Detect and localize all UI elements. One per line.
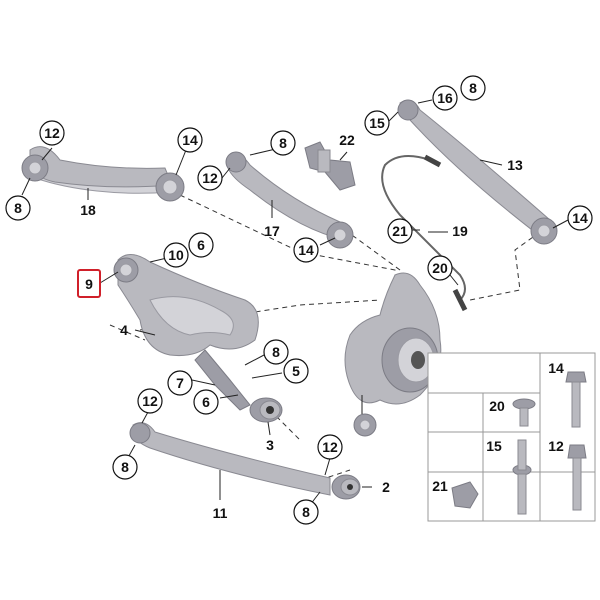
callout-19[interactable]: 19 bbox=[452, 223, 468, 239]
fastener-15[interactable]: 15 bbox=[486, 438, 532, 515]
svg-text:8: 8 bbox=[469, 80, 477, 96]
callout-8b[interactable]: 8 bbox=[270, 130, 296, 156]
svg-text:13: 13 bbox=[507, 157, 523, 173]
callout-10[interactable]: 10 bbox=[163, 242, 189, 268]
svg-text:12: 12 bbox=[202, 170, 218, 186]
callout-5[interactable]: 5 bbox=[283, 358, 309, 384]
svg-text:5: 5 bbox=[292, 363, 300, 379]
callout-12c[interactable]: 12 bbox=[137, 388, 163, 414]
control-arm-17[interactable] bbox=[225, 151, 354, 249]
bushing-2[interactable] bbox=[331, 474, 361, 500]
bushing-3[interactable] bbox=[249, 397, 283, 423]
svg-text:4: 4 bbox=[120, 322, 128, 338]
callout-12b[interactable]: 12 bbox=[197, 165, 223, 191]
svg-text:20: 20 bbox=[489, 398, 505, 414]
callout-12d[interactable]: 12 bbox=[317, 434, 343, 460]
svg-text:14: 14 bbox=[548, 360, 564, 376]
callout-7[interactable]: 7 bbox=[167, 370, 193, 396]
callout-3[interactable]: 3 bbox=[266, 437, 274, 453]
callout-9-selected[interactable]: 9 bbox=[77, 269, 101, 298]
svg-text:7: 7 bbox=[176, 375, 184, 391]
control-arm-18[interactable] bbox=[21, 146, 185, 202]
fastener-20[interactable]: 20 bbox=[489, 398, 536, 427]
fastener-14[interactable]: 14 bbox=[548, 360, 587, 428]
callout-8d[interactable]: 8 bbox=[263, 339, 289, 365]
svg-text:2: 2 bbox=[382, 479, 390, 495]
fastener-21[interactable]: 21 bbox=[432, 478, 479, 509]
svg-text:12: 12 bbox=[322, 439, 338, 455]
svg-text:21: 21 bbox=[432, 478, 448, 494]
bracket-22[interactable] bbox=[304, 141, 356, 191]
callout-4[interactable]: 4 bbox=[120, 322, 128, 338]
svg-text:16: 16 bbox=[437, 90, 453, 106]
svg-text:12: 12 bbox=[44, 125, 60, 141]
callout-20a[interactable]: 20 bbox=[427, 255, 453, 281]
svg-text:9: 9 bbox=[85, 276, 93, 292]
svg-text:15: 15 bbox=[369, 115, 385, 131]
svg-text:21: 21 bbox=[392, 223, 408, 239]
svg-text:8: 8 bbox=[279, 135, 287, 151]
svg-text:18: 18 bbox=[80, 202, 96, 218]
wheel-carrier-1[interactable] bbox=[344, 272, 442, 437]
control-arm-13[interactable] bbox=[397, 99, 558, 245]
callout-14c[interactable]: 14 bbox=[567, 205, 593, 231]
callout-8c[interactable]: 8 bbox=[460, 75, 486, 101]
control-arm-11[interactable] bbox=[129, 422, 331, 496]
svg-text:14: 14 bbox=[182, 132, 198, 148]
svg-text:8: 8 bbox=[272, 344, 280, 360]
callout-14a[interactable]: 14 bbox=[177, 127, 203, 153]
svg-text:19: 19 bbox=[452, 223, 468, 239]
fastener-12[interactable]: 12 bbox=[548, 438, 587, 511]
callout-6a[interactable]: 6 bbox=[188, 232, 214, 258]
callout-22[interactable]: 22 bbox=[339, 132, 355, 148]
svg-text:15: 15 bbox=[486, 438, 502, 454]
svg-text:12: 12 bbox=[548, 438, 564, 454]
svg-text:6: 6 bbox=[202, 394, 210, 410]
callout-11[interactable]: 11 bbox=[213, 505, 228, 521]
callout-14b[interactable]: 14 bbox=[293, 237, 319, 263]
svg-text:14: 14 bbox=[572, 210, 588, 226]
svg-text:3: 3 bbox=[266, 437, 274, 453]
callout-17[interactable]: 17 bbox=[264, 223, 280, 239]
svg-text:8: 8 bbox=[302, 504, 310, 520]
callout-12a[interactable]: 12 bbox=[39, 120, 65, 146]
svg-text:17: 17 bbox=[264, 223, 280, 239]
svg-text:22: 22 bbox=[339, 132, 355, 148]
callout-8f[interactable]: 8 bbox=[293, 499, 319, 525]
svg-text:14: 14 bbox=[298, 242, 314, 258]
svg-text:6: 6 bbox=[197, 237, 205, 253]
callout-6b[interactable]: 6 bbox=[193, 389, 219, 415]
callout-2[interactable]: 2 bbox=[382, 479, 390, 495]
callout-21a[interactable]: 21 bbox=[387, 218, 413, 244]
callout-13[interactable]: 13 bbox=[507, 157, 523, 173]
callout-18[interactable]: 18 bbox=[80, 202, 96, 218]
callout-15a[interactable]: 15 bbox=[364, 110, 390, 136]
callout-16[interactable]: 16 bbox=[432, 85, 458, 111]
svg-text:20: 20 bbox=[432, 260, 448, 276]
svg-text:11: 11 bbox=[213, 505, 228, 521]
svg-text:12: 12 bbox=[142, 393, 158, 409]
svg-text:8: 8 bbox=[14, 200, 22, 216]
svg-text:8: 8 bbox=[121, 459, 129, 475]
callout-8e[interactable]: 8 bbox=[112, 454, 138, 480]
svg-text:10: 10 bbox=[168, 247, 184, 263]
callout-8a[interactable]: 8 bbox=[5, 195, 31, 221]
sensor-cable-19[interactable] bbox=[381, 154, 468, 312]
